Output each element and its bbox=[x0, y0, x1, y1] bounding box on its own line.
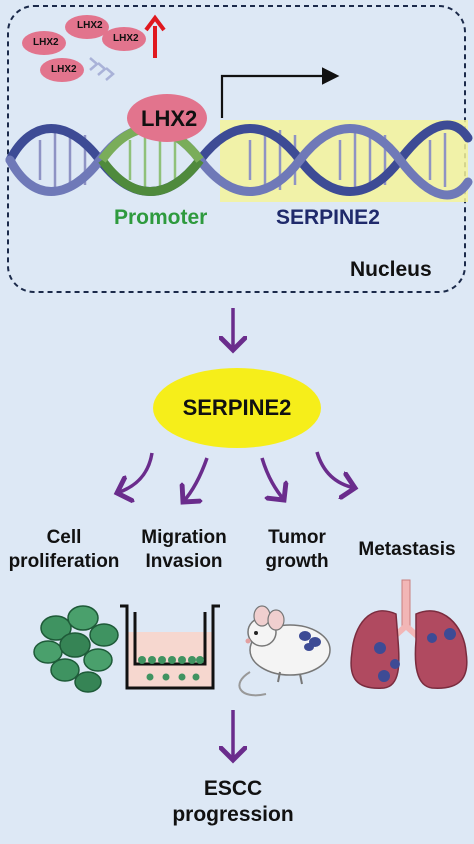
up-arrow-icon bbox=[144, 14, 166, 58]
nucleus-label: Nucleus bbox=[350, 258, 432, 281]
small-lhx2-label: LHX2 bbox=[113, 33, 139, 44]
outcome-arrows bbox=[117, 451, 355, 502]
hub-label: SERPINE2 bbox=[182, 395, 292, 420]
outcome-line1: Metastasis bbox=[358, 539, 456, 560]
small-lhx2-label: LHX2 bbox=[33, 37, 59, 48]
outcome-line1: Cell bbox=[46, 527, 82, 548]
outcome-line2: proliferation bbox=[8, 551, 120, 572]
final-line2: progression bbox=[172, 803, 294, 826]
outcome-label-proliferation: Cell proliferation bbox=[9, 526, 120, 574]
lhx2-factor bbox=[127, 94, 207, 142]
outcome-label-tumor: Tumor growth bbox=[265, 526, 328, 574]
promoter-label: Promoter bbox=[114, 206, 208, 229]
small-lhx2-group bbox=[22, 15, 146, 82]
cell-cluster-icon bbox=[33, 605, 119, 693]
small-lhx2-oval bbox=[65, 15, 109, 39]
outcome-line1: Tumor bbox=[268, 527, 326, 548]
mouse-icon bbox=[238, 605, 331, 697]
outcome-label-migration: Migration Invasion bbox=[141, 526, 227, 574]
lungs-icon bbox=[350, 579, 468, 689]
serpine2-hub bbox=[153, 368, 321, 448]
transwell-icon bbox=[120, 604, 220, 690]
small-lhx2-oval bbox=[102, 27, 146, 51]
chevrons-icon bbox=[89, 57, 115, 81]
small-lhx2-label: LHX2 bbox=[77, 20, 103, 31]
small-lhx2-label: LHX2 bbox=[51, 64, 77, 75]
transcription-arrow-icon bbox=[220, 67, 340, 118]
dna-helix-icon bbox=[5, 120, 473, 200]
gene-label: SERPINE2 bbox=[276, 206, 380, 229]
outcome-line2: Invasion bbox=[145, 551, 223, 572]
small-lhx2-oval bbox=[22, 31, 66, 55]
outcome-line2: growth bbox=[265, 551, 329, 572]
final-label: ESCC progression bbox=[172, 776, 293, 828]
lhx2-label: LHX2 bbox=[141, 106, 198, 131]
small-lhx2-oval bbox=[40, 58, 84, 82]
final-line1: ESCC bbox=[203, 777, 263, 800]
outcome-label-metastasis: Metastasis bbox=[358, 538, 455, 562]
outcome-line1: Migration bbox=[141, 527, 227, 548]
